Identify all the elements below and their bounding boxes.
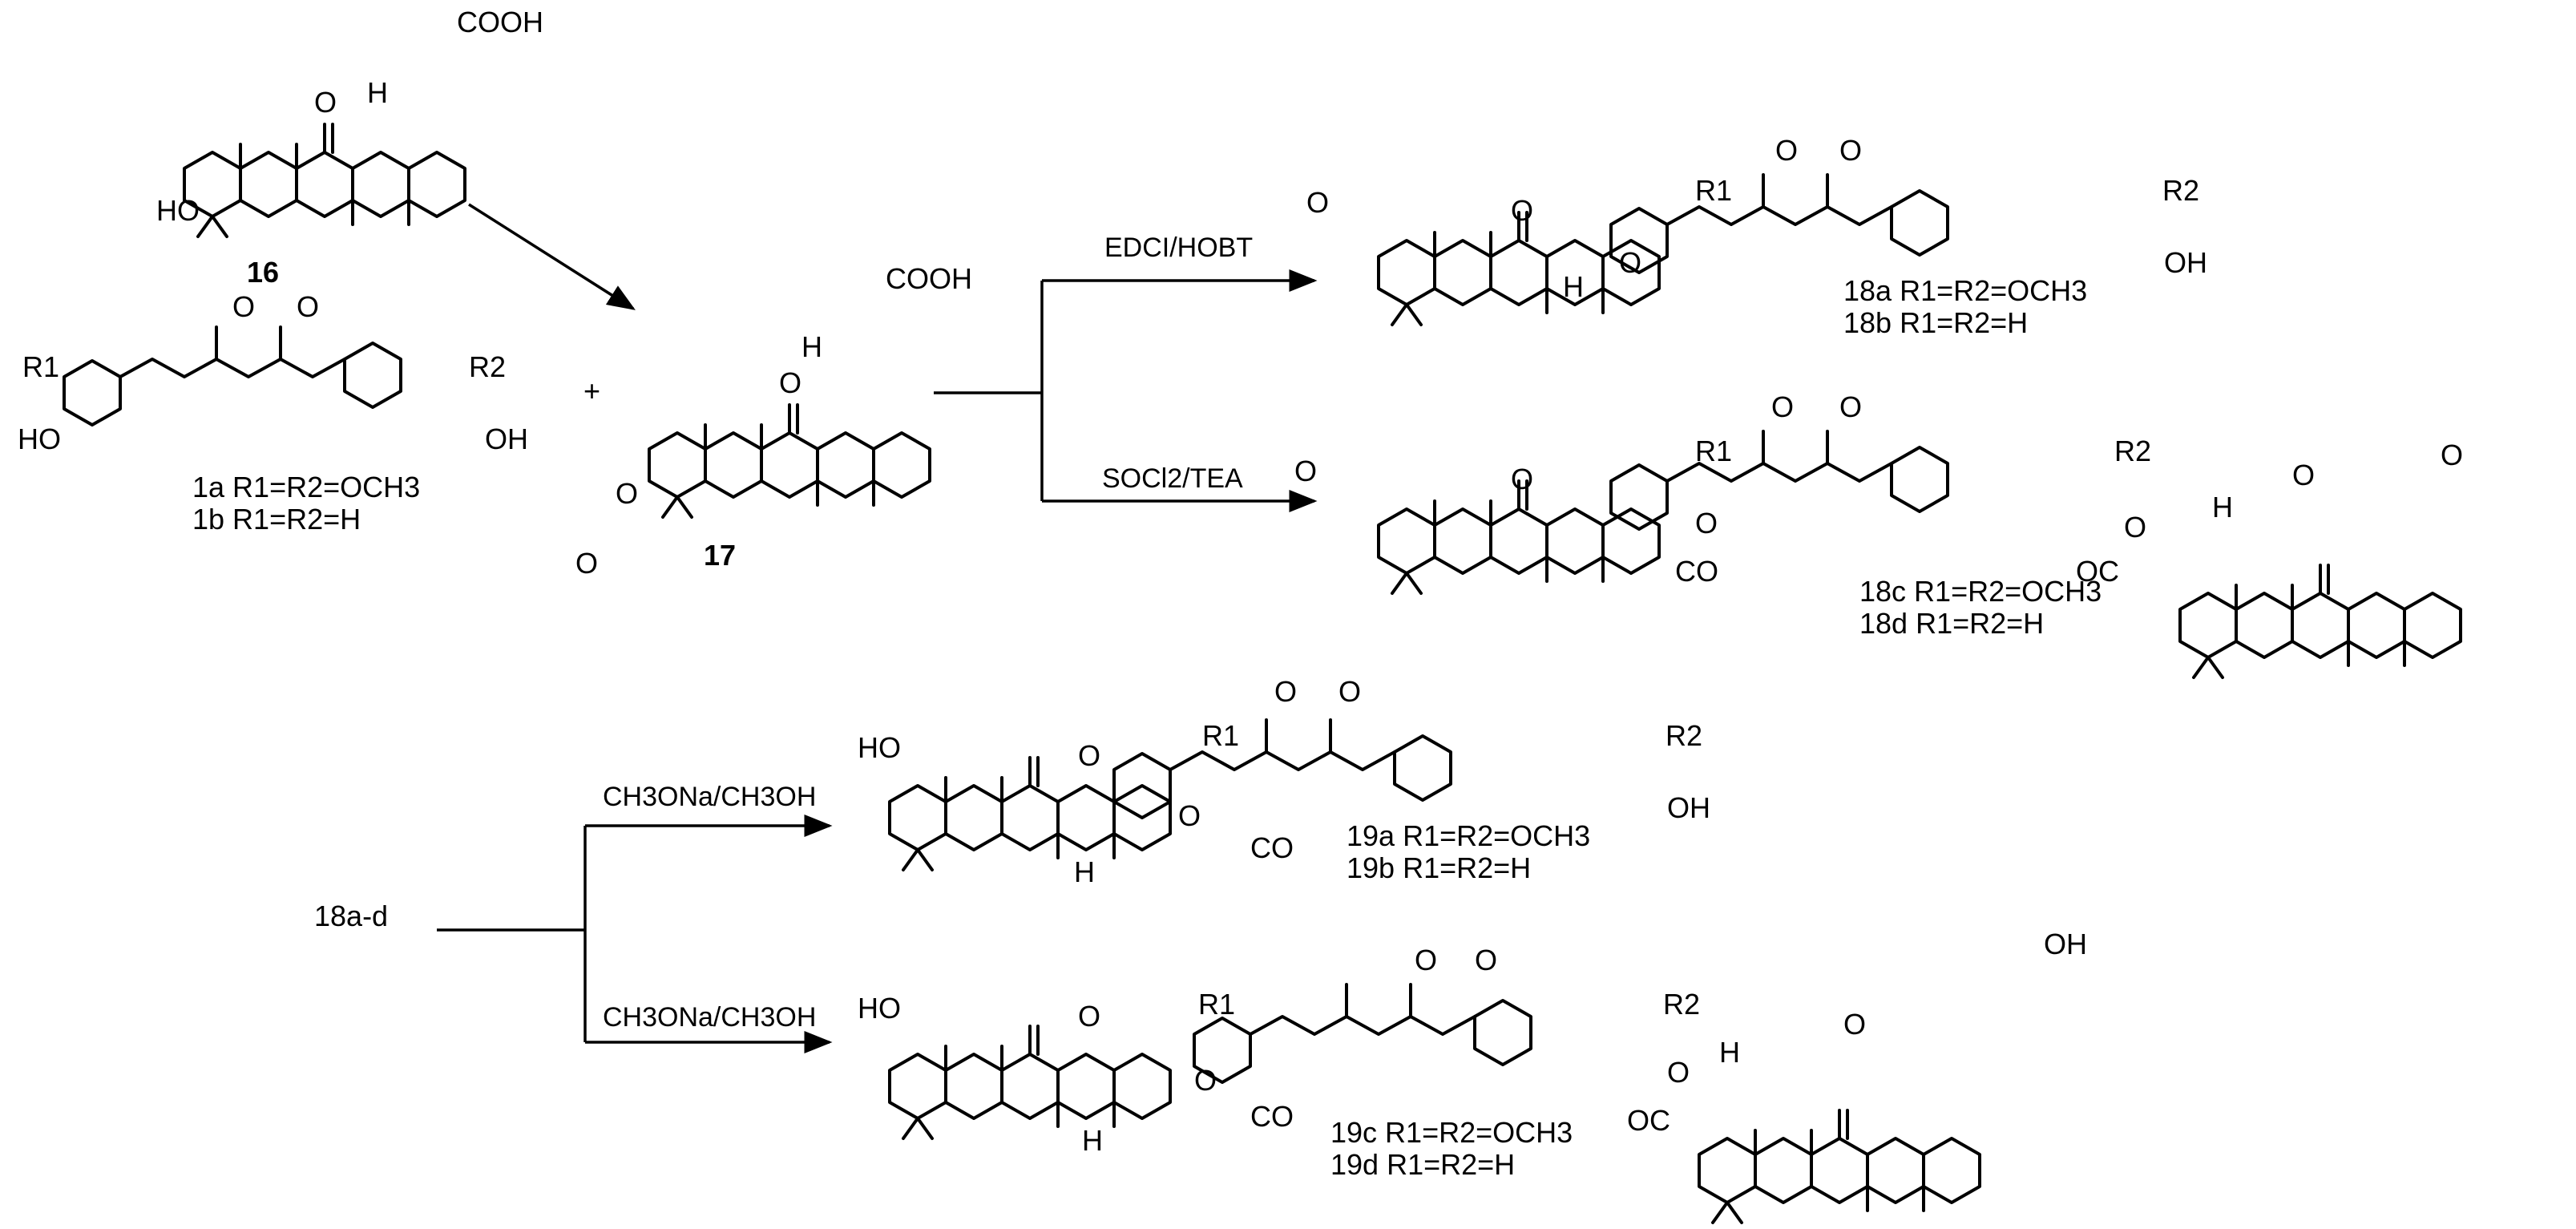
compound-18d-label: 18d R1=R2=H xyxy=(1859,607,2044,640)
cooh-label: COOH xyxy=(457,6,543,38)
oh-label: OH xyxy=(2044,928,2087,960)
r1-label: R1 xyxy=(1695,435,1732,467)
h-label: H xyxy=(1719,1036,1740,1069)
cooh-label: COOH xyxy=(886,262,972,295)
o-label: O xyxy=(297,290,319,323)
compound-16-label: 16 xyxy=(247,256,279,289)
h-label: H xyxy=(2212,491,2233,524)
o-label: O xyxy=(1475,944,1497,976)
compound-19d-label: 19d R1=R2=H xyxy=(1330,1148,1515,1181)
o-label: O xyxy=(1667,1056,1690,1089)
o-label: O xyxy=(779,366,801,399)
compound-17-label: 17 xyxy=(704,539,736,572)
o-label: O xyxy=(314,86,337,119)
compound-18ab-structure: O O H R1 O O O R2 OH xyxy=(1306,134,2207,326)
ho-label: HO xyxy=(858,731,901,764)
r2-label: R2 xyxy=(2162,174,2199,207)
o-label: O xyxy=(1843,1008,1866,1041)
compound-18b-label: 18b R1=R2=H xyxy=(1843,306,2028,339)
r2-label: R2 xyxy=(2114,435,2151,467)
ho-label: HO xyxy=(18,422,61,455)
condition-ch3ona-1: CH3ONa/CH3OH xyxy=(603,782,816,812)
ho-label: HO xyxy=(156,194,200,227)
o-label: O xyxy=(1194,1064,1217,1097)
o-label: O xyxy=(1511,463,1533,495)
o-label: O xyxy=(1775,134,1798,167)
r1-label: R1 xyxy=(22,350,59,383)
ho-label: HO xyxy=(858,992,901,1025)
o-label: O xyxy=(1511,194,1533,227)
co-label: CO xyxy=(1250,1100,1294,1133)
oc-label: OC xyxy=(2076,555,2119,588)
compound-17-structure: O O O H COOH xyxy=(575,262,972,580)
r2-label: R2 xyxy=(1663,988,1700,1021)
h-label: H xyxy=(1082,1124,1103,1157)
o-label: O xyxy=(1178,799,1201,832)
condition-socl2-tea: SOCl2/TEA xyxy=(1102,463,1243,494)
co-label: CO xyxy=(1250,831,1294,864)
compound-16-structure: HO O H COOH xyxy=(156,6,543,238)
h-label: H xyxy=(1074,855,1095,888)
oh-label: OH xyxy=(1667,791,1710,824)
o-label: O xyxy=(616,477,638,510)
h-label: H xyxy=(1563,270,1584,303)
compound-18a-label: 18a R1=R2=OCH3 xyxy=(1843,274,2087,307)
o-label: O xyxy=(575,547,598,580)
o-label: O xyxy=(2441,439,2463,471)
o-label: O xyxy=(1078,1000,1100,1033)
compound-19b-label: 19b R1=R2=H xyxy=(1347,851,1531,884)
o-label: O xyxy=(1771,390,1794,423)
o-label: O xyxy=(1839,390,1862,423)
co-label: CO xyxy=(1675,555,1718,588)
o-label: O xyxy=(1294,455,1317,487)
o-label: O xyxy=(1274,675,1297,708)
o-label: O xyxy=(2292,459,2315,491)
h-label: H xyxy=(801,330,822,363)
o-label: O xyxy=(1306,186,1329,219)
r1-label: R1 xyxy=(1695,174,1732,207)
o-label: O xyxy=(2124,511,2146,544)
r2-label: R2 xyxy=(469,350,506,383)
start-label-18a-d: 18a-d xyxy=(314,900,388,932)
h-label: H xyxy=(367,76,388,109)
r1-label: R1 xyxy=(1202,719,1239,752)
compound-19ab-structure: HO O H R1 O CO O O R2 OH xyxy=(858,675,1710,888)
o-label: O xyxy=(232,290,255,323)
o-label: O xyxy=(1695,507,1718,540)
compound-1-structure: R1 HO O O R2 OH xyxy=(18,290,528,455)
o-label: O xyxy=(1415,944,1437,976)
compound-19a-label: 19a R1=R2=OCH3 xyxy=(1347,819,1590,852)
arrow-16-to-17 xyxy=(468,203,636,310)
o-label: O xyxy=(1839,134,1862,167)
compound-18cd-structure: O O R1 O CO O O R2 O OC H O O xyxy=(1294,390,2463,679)
oh-label: OH xyxy=(2164,246,2207,279)
o-label: O xyxy=(1619,246,1641,279)
condition-edci-hobt: EDCI/HOBT xyxy=(1104,232,1253,263)
r1-label: R1 xyxy=(1198,988,1235,1021)
oc-label: OC xyxy=(1627,1104,1670,1137)
oh-label: OH xyxy=(485,422,528,455)
compound-1a-label: 1a R1=R2=OCH3 xyxy=(192,471,420,503)
compound-18c-label: 18c R1=R2=OCH3 xyxy=(1859,575,2102,608)
r2-label: R2 xyxy=(1666,719,1702,752)
compound-1b-label: 1b R1=R2=H xyxy=(192,503,361,536)
o-label: O xyxy=(1338,675,1361,708)
compound-19c-label: 19c R1=R2=OCH3 xyxy=(1330,1116,1573,1149)
condition-ch3ona-2: CH3ONa/CH3OH xyxy=(603,1002,816,1033)
plus-sign: + xyxy=(583,374,600,407)
o-label: O xyxy=(1078,739,1100,772)
compound-19cd-structure: HO O H CO R1 O O O R2 O OC H O OH xyxy=(858,928,2087,1224)
